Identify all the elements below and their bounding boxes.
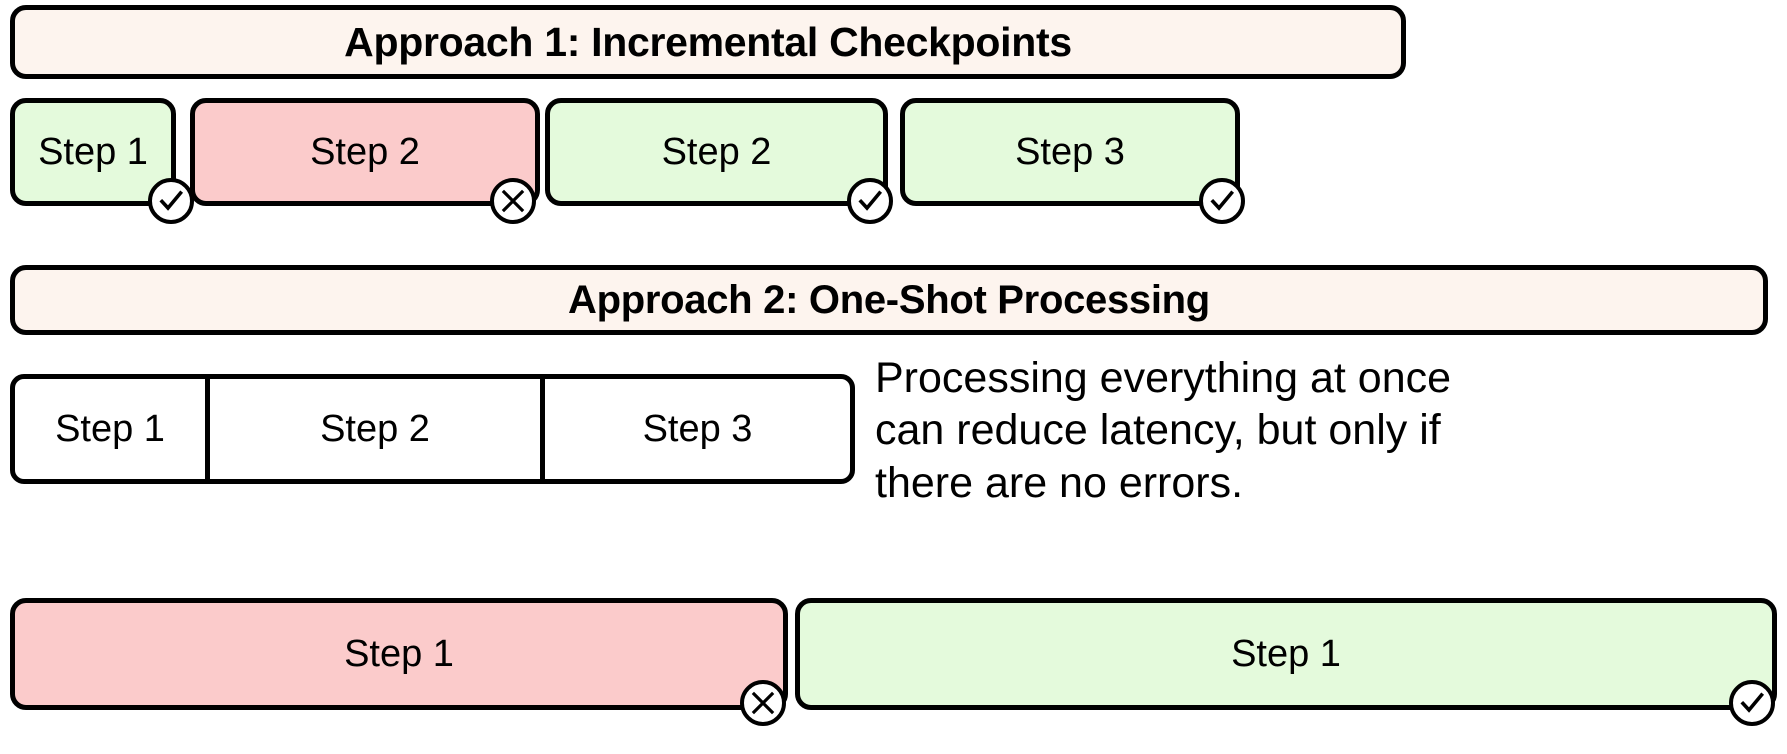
one-shot-segmented-bar: Step 1 Step 2 Step 3 xyxy=(10,374,855,484)
step-box-a1-2[interactable]: Step 2 xyxy=(190,98,540,206)
outcome-box-success[interactable]: Step 1 xyxy=(795,598,1777,710)
step-label: Step 1 xyxy=(38,130,148,173)
segment-step-2[interactable]: Step 2 xyxy=(205,379,540,479)
check-icon xyxy=(1729,680,1775,726)
one-shot-note: Processing everything at once can reduce… xyxy=(875,354,1452,507)
approach-1-title: Approach 1: Incremental Checkpoints xyxy=(344,18,1072,65)
check-icon xyxy=(847,178,893,224)
step-box-a1-3[interactable]: Step 2 xyxy=(545,98,888,206)
check-icon xyxy=(1199,178,1245,224)
approach-1-banner: Approach 1: Incremental Checkpoints xyxy=(10,5,1406,79)
segment-step-3[interactable]: Step 3 xyxy=(540,379,850,479)
step-box-a1-4[interactable]: Step 3 xyxy=(900,98,1240,206)
approach-2-title: Approach 2: One-Shot Processing xyxy=(568,277,1210,322)
check-icon xyxy=(148,178,194,224)
outcome-label: Step 1 xyxy=(344,632,454,675)
segment-label: Step 2 xyxy=(320,407,430,450)
x-icon xyxy=(740,680,786,726)
segment-label: Step 1 xyxy=(55,407,165,450)
step-label: Step 2 xyxy=(661,130,772,173)
outcome-box-failure[interactable]: Step 1 xyxy=(10,598,788,710)
step-label: Step 3 xyxy=(1015,130,1125,173)
outcome-label: Step 1 xyxy=(1231,632,1341,675)
approach-2-banner: Approach 2: One-Shot Processing xyxy=(10,265,1768,335)
step-label: Step 2 xyxy=(310,130,420,173)
step-box-a1-1[interactable]: Step 1 xyxy=(10,98,176,206)
segment-label: Step 3 xyxy=(642,407,753,450)
x-icon xyxy=(490,178,536,224)
segment-step-1[interactable]: Step 1 xyxy=(15,379,205,479)
